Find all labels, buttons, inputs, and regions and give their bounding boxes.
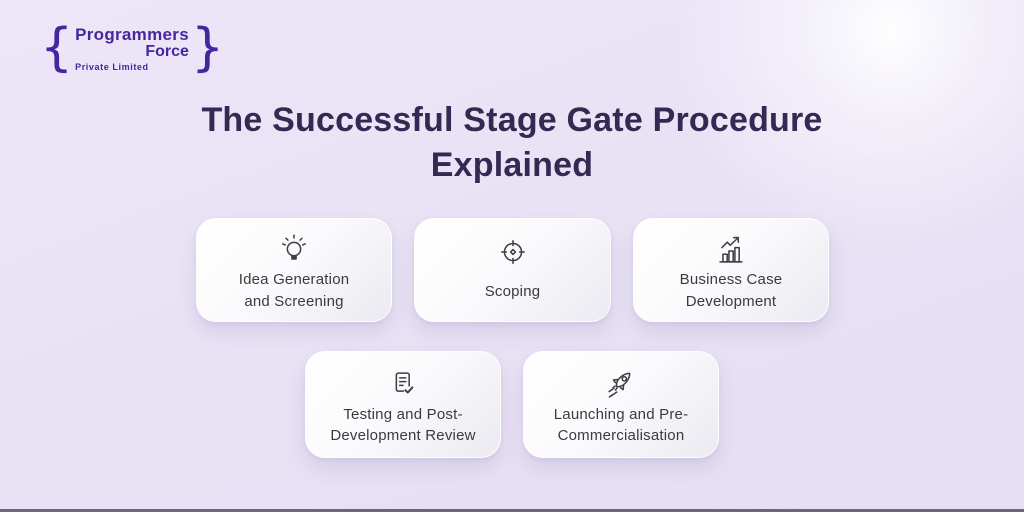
- page-title: The Successful Stage Gate Procedure Expl…: [201, 101, 823, 184]
- logo-name-line1: Programmers: [75, 24, 189, 44]
- target-scope-icon: [494, 231, 532, 273]
- bottom-accent-bar: [0, 509, 1024, 512]
- rocket-icon: [602, 364, 640, 404]
- document-check-icon: [384, 364, 422, 404]
- stage-label: Testing and Post- Development Review: [330, 405, 476, 445]
- stage-card-launching: Launching and Pre- Commercialisation: [523, 351, 719, 458]
- logo-name-line2: Force: [145, 42, 189, 60]
- programmers-force-logo: { Programmers Force Private Limited }: [40, 22, 224, 74]
- stage-label: Idea Generation and Screening: [238, 271, 350, 310]
- stage-card-business-case: Business Case Development: [633, 218, 829, 322]
- stage-card-scoping: Scoping: [414, 218, 611, 322]
- growth-chart-icon: [712, 231, 750, 269]
- stage-card-idea-generation: Idea Generation and Screening: [196, 218, 392, 322]
- logo-right-brace: }: [190, 18, 225, 78]
- stage-card-testing-review: Testing and Post- Development Review: [305, 351, 501, 458]
- logo-left-brace: {: [40, 18, 74, 78]
- lightbulb-idea-icon: [275, 231, 313, 269]
- stage-label: Launching and Pre- Commercialisation: [553, 405, 689, 445]
- stage-label: Business Case Development: [679, 271, 783, 310]
- logo-subtitle: Private Limited: [75, 61, 149, 72]
- stage-label: Scoping: [484, 283, 541, 301]
